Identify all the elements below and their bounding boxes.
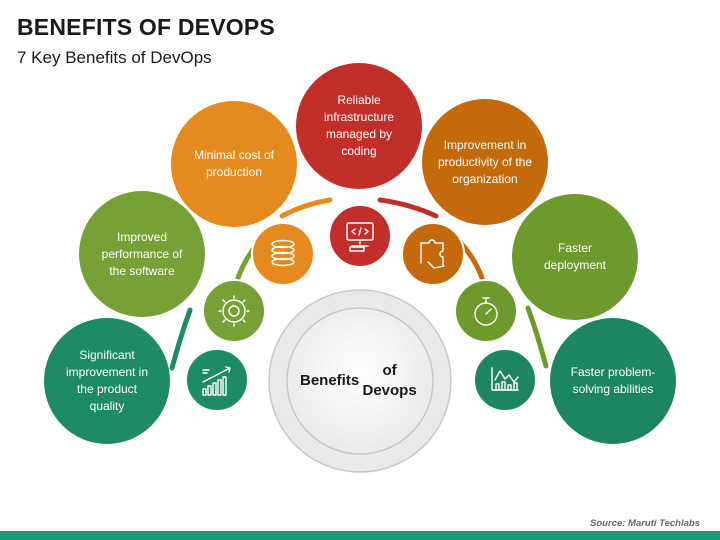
benefit-bubble-deployment bbox=[512, 194, 638, 320]
puzzle-hand-icon bbox=[420, 239, 445, 269]
benefit-label-performance: Improved performance of the software bbox=[101, 229, 183, 278]
footer-accent-bar bbox=[0, 531, 720, 540]
connector-arc bbox=[377, 197, 439, 219]
benefit-bubble-cost bbox=[171, 101, 297, 227]
benefit-label-infrastructure: Reliable infrastructure managed by codin… bbox=[323, 93, 395, 158]
coin-stack-icon bbox=[271, 239, 295, 267]
connector-arc bbox=[525, 305, 549, 369]
icon-circle-infrastructure bbox=[328, 204, 392, 268]
connector-arc bbox=[279, 197, 333, 219]
benefit-label-cost: Minimal cost of production bbox=[193, 148, 275, 179]
benefit-bubble-productivity bbox=[422, 99, 548, 225]
benefit-bubble-infrastructure bbox=[296, 63, 422, 189]
benefit-bubble-problem-solving bbox=[550, 318, 676, 444]
benefit-label-quality: Significant improvement in the product q… bbox=[65, 348, 149, 413]
center-circle-inner bbox=[286, 307, 434, 455]
icon-circle-deployment bbox=[454, 279, 518, 343]
benefit-label-problem-solving: Faster problem-solving abilities bbox=[570, 365, 656, 396]
source-caption: Source: Maruti Techlabs bbox=[590, 518, 700, 529]
benefit-label-productivity: Improvement in productivity of the organ… bbox=[437, 137, 533, 186]
page-title: BENEFITS OF DEVOPS bbox=[17, 14, 275, 40]
benefit-bubble-performance bbox=[79, 191, 205, 317]
icon-circle-problem-solving bbox=[473, 348, 537, 412]
icon-circle-quality bbox=[185, 348, 249, 412]
line-chart-icon bbox=[491, 367, 519, 391]
code-monitor-icon bbox=[346, 222, 374, 252]
gear-cycle-icon bbox=[218, 295, 250, 327]
icon-circle-performance bbox=[202, 279, 266, 343]
icon-circle-productivity bbox=[401, 222, 465, 286]
benefit-label-deployment: Faster deployment bbox=[543, 241, 607, 272]
connector-arc bbox=[169, 307, 193, 371]
benefit-bubble-quality bbox=[44, 318, 170, 444]
growth-chart-icon bbox=[202, 366, 231, 396]
page-subtitle: 7 Key Benefits of DevOps bbox=[17, 48, 212, 67]
stopwatch-icon bbox=[474, 297, 498, 326]
